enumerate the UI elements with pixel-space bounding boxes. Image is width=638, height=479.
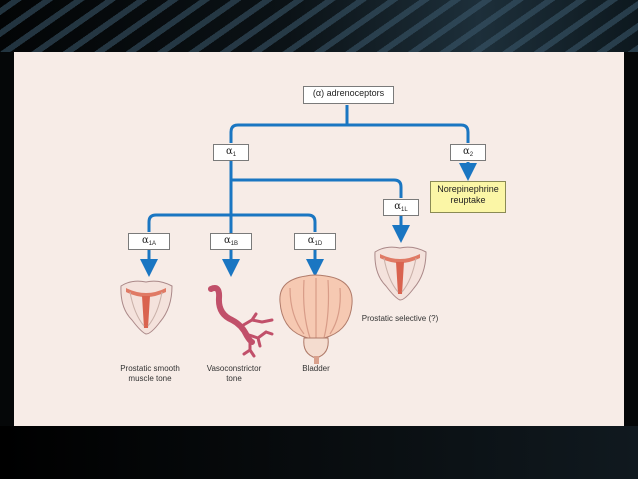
- prostatic-smooth-caption: Prostatic smooth muscle tone: [100, 364, 200, 384]
- alpha1-box: α1: [213, 144, 249, 161]
- norepinephrine-line2: reuptake: [450, 195, 486, 205]
- connector-lines: [120, 105, 477, 364]
- alpha2-subscript: 2: [469, 152, 474, 158]
- blood-vessel-illustration: [208, 285, 274, 358]
- prostatic-selective-caption: Prostatic selective (?): [350, 314, 450, 324]
- alpha1B-subscript: 1B: [230, 241, 239, 247]
- alpha1L-box: α1L: [383, 199, 419, 216]
- vasoconstrictor-caption: Vasoconstrictor tone: [194, 364, 274, 384]
- bladder-caption-text: Bladder: [302, 364, 330, 373]
- alpha2-box: α2: [450, 144, 486, 161]
- adrenoceptors-box: (α) adrenoceptors: [303, 86, 394, 104]
- prostatic-smooth-caption-line1: Prostatic smooth: [120, 364, 180, 373]
- alpha1A-subscript: 1A: [148, 241, 157, 247]
- header-background: [0, 0, 638, 52]
- alpha1B-box: α1B: [210, 233, 252, 250]
- alpha1D-box: α1D: [294, 233, 336, 250]
- vasoconstrictor-caption-line1: Vasoconstrictor: [206, 364, 262, 373]
- alpha1L-branch: [231, 178, 403, 198]
- alpha2-symbol: α: [462, 146, 470, 157]
- alpha1D-subscript: 1D: [314, 241, 323, 247]
- alpha1-subscript: 1: [232, 152, 237, 158]
- prostate-selective-illustration: [374, 246, 427, 301]
- alpha1A-symbol: α: [141, 235, 149, 246]
- prostate-illustration: [120, 280, 173, 335]
- alpha1B-symbol: α: [223, 235, 231, 246]
- slide-panel: (α) adrenoceptors α1 α2 Norepinephrine r…: [14, 52, 624, 426]
- alpha1D-symbol: α: [307, 235, 315, 246]
- norepinephrine-line1: Norepinephrine: [437, 184, 499, 194]
- root-branch: [229, 123, 470, 143]
- adrenoceptors-label: (α) adrenoceptors: [312, 88, 385, 98]
- footer-background: [0, 426, 638, 479]
- vasoconstrictor-caption-line2: tone: [226, 374, 242, 383]
- alpha1-subtype-branch: [147, 213, 317, 232]
- alpha1-symbol: α: [225, 146, 233, 157]
- alpha1L-subscript: 1L: [401, 207, 408, 213]
- bladder-illustration: [279, 274, 353, 364]
- norepinephrine-box: Norepinephrine reuptake: [430, 181, 506, 213]
- bladder-caption: Bladder: [290, 364, 342, 374]
- prostatic-selective-caption-text: Prostatic selective (?): [361, 314, 439, 323]
- alpha1L-symbol: α: [394, 201, 402, 212]
- alpha1A-box: α1A: [128, 233, 170, 250]
- prostatic-smooth-caption-line2: muscle tone: [128, 374, 172, 383]
